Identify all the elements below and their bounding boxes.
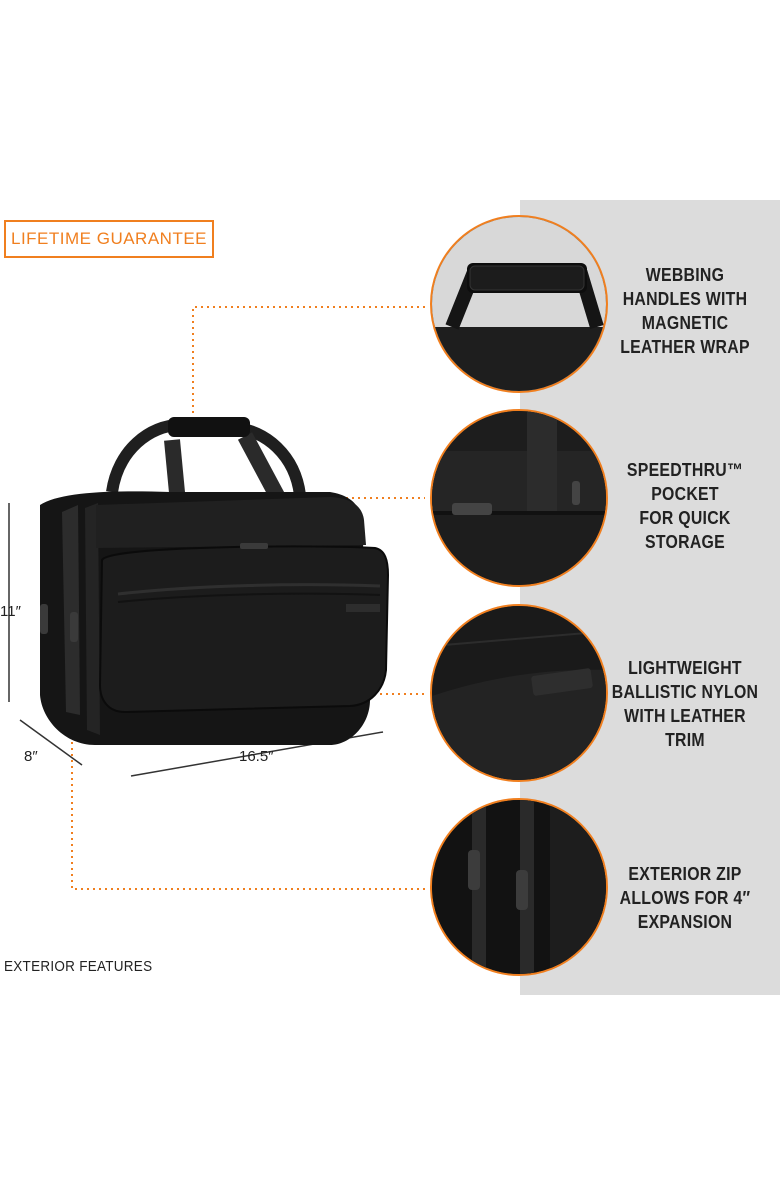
feature-text-nylon: LIGHTWEIGHT BALLISTIC NYLON WITH LEATHER… <box>611 658 759 750</box>
feature-image-zip <box>430 798 608 976</box>
callout-line-handles <box>192 306 425 425</box>
feature-text-zip: EXTERIOR ZIP ALLOWS FOR 4″ EXPANSION <box>619 864 751 932</box>
feature-image-nylon <box>430 604 608 782</box>
depth-dimension-label: 8″ <box>24 748 38 765</box>
bag-illustration <box>40 417 390 745</box>
lifetime-guarantee-badge: LIFETIME GUARANTEE <box>4 220 214 258</box>
height-dimension-label: 11″ <box>0 603 21 620</box>
feature-image-pocket <box>430 409 608 587</box>
feature-image-handles <box>430 215 608 393</box>
width-dimension-label: 16.5″ <box>239 748 274 765</box>
depth-dimension-line <box>19 719 83 766</box>
exterior-features-label: EXTERIOR FEATURES <box>4 958 153 975</box>
feature-text-handles: WEBBING HANDLES WITH MAGNETIC LEATHER WR… <box>620 265 750 357</box>
feature-text-pocket: SPEEDTHRU™ POCKET FOR QUICK STORAGE <box>626 460 744 552</box>
badge-label: LIFETIME GUARANTEE <box>10 229 208 248</box>
leather-logo-patch <box>346 604 380 612</box>
